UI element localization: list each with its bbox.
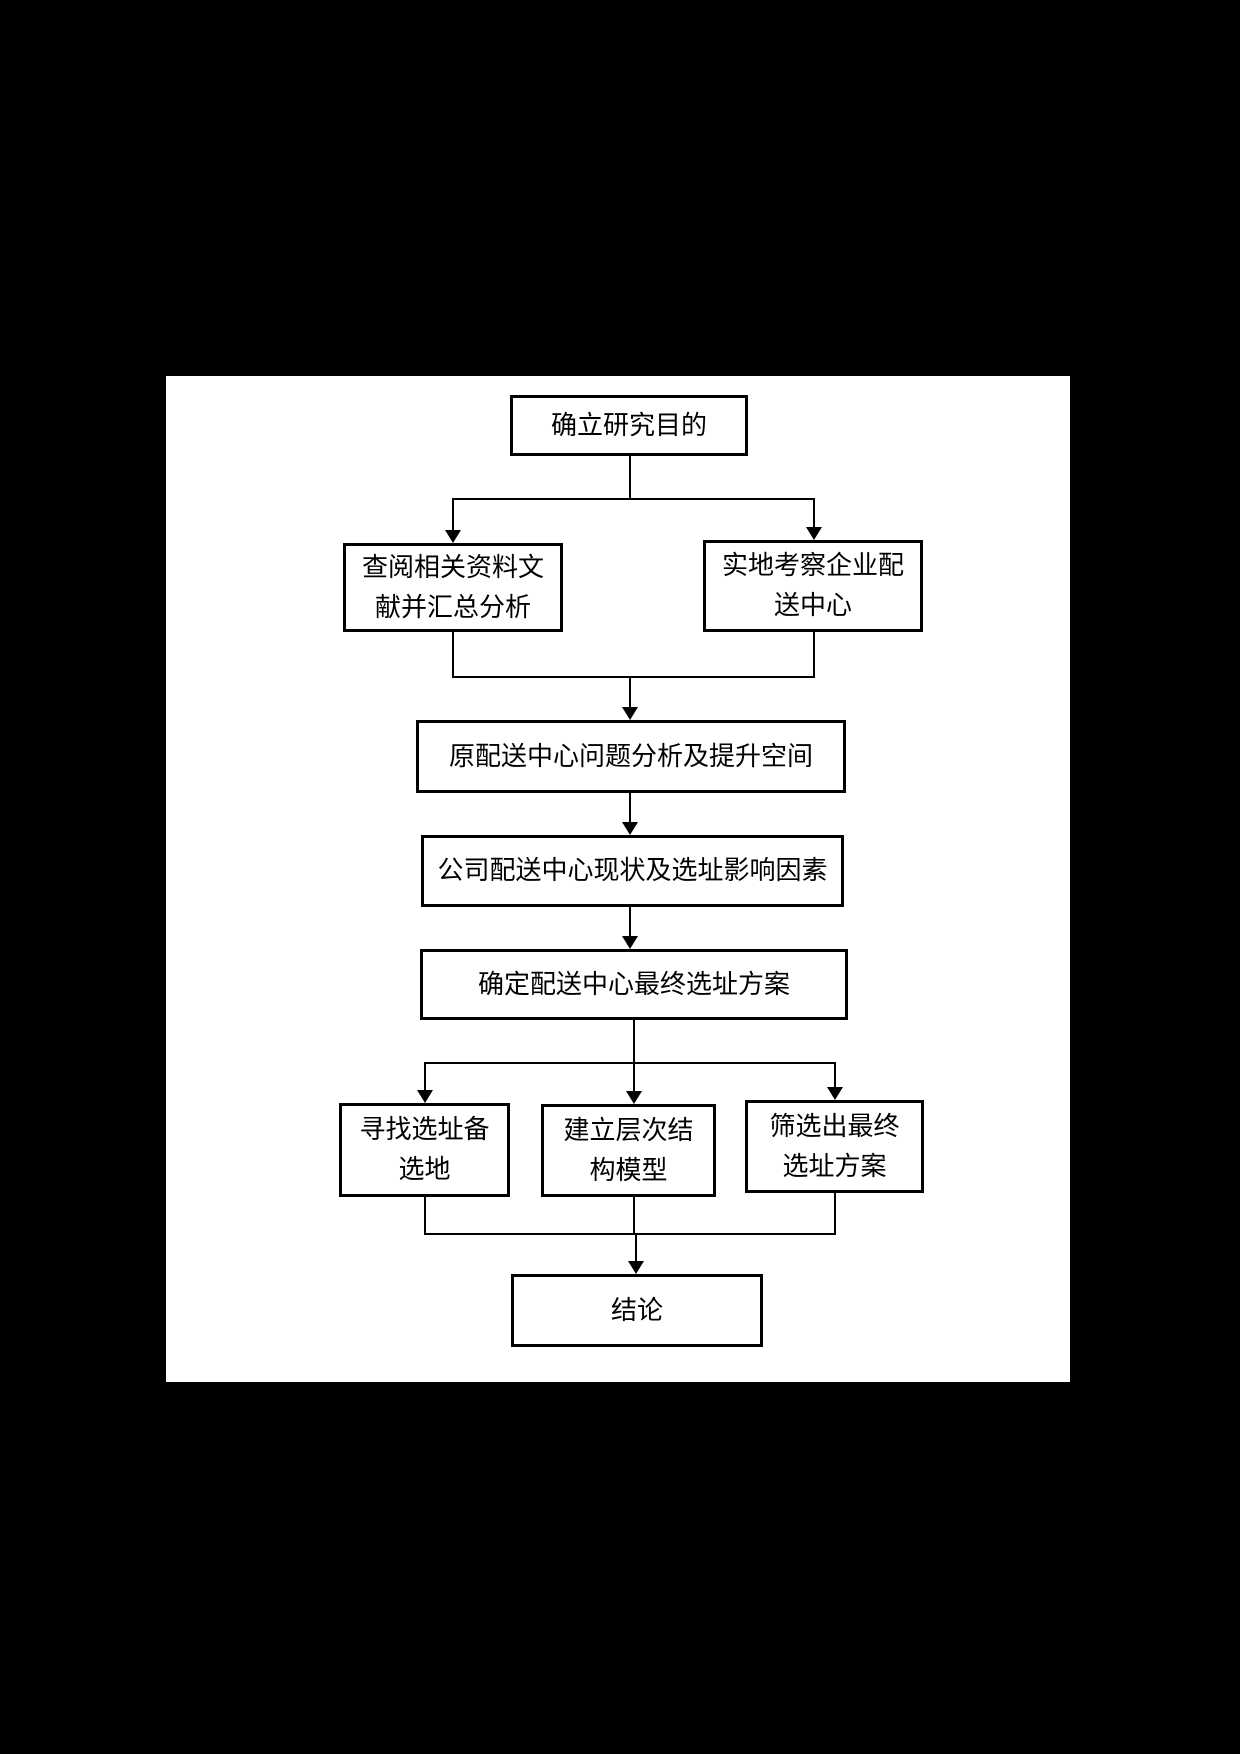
flow-node-review-literature: 查阅相关资料文 献并汇总分析 <box>343 543 563 632</box>
connector-line <box>834 1193 836 1235</box>
arrowhead-down <box>622 707 638 720</box>
arrowhead-down <box>628 1261 644 1274</box>
connector-line <box>633 1020 635 1064</box>
arrowhead-down <box>806 527 822 540</box>
flow-node-label: 原配送中心问题分析及提升空间 <box>448 741 813 771</box>
flow-node-label: 结论 <box>610 1295 663 1325</box>
arrowhead-down <box>827 1087 843 1100</box>
arrowhead-down <box>445 530 461 543</box>
flow-node-problem-analysis: 原配送中心问题分析及提升空间 <box>416 720 846 793</box>
flow-node-label: 实地考察企业配 送中心 <box>721 551 904 620</box>
connector-line <box>633 1197 635 1235</box>
arrowhead-down <box>626 1091 642 1104</box>
flow-node-hierarchy-model: 建立层次结 构模型 <box>541 1104 716 1197</box>
flow-node-label: 寻找选址备 选地 <box>359 1115 490 1184</box>
connector-line <box>813 632 815 678</box>
connector-line <box>813 498 815 528</box>
flow-node-conclusion: 结论 <box>511 1274 763 1347</box>
connector-line <box>424 1233 836 1235</box>
connector-line <box>629 793 631 823</box>
connector-line <box>629 456 631 500</box>
flow-node-establish-research-purpose: 确立研究目的 <box>510 395 748 456</box>
connector-line <box>629 676 631 708</box>
flow-node-status-and-factors: 公司配送中心现状及选址影响因素 <box>421 835 844 907</box>
arrowhead-down <box>417 1090 433 1103</box>
connector-line <box>834 1062 836 1088</box>
diagram-canvas: 确立研究目的 查阅相关资料文 献并汇总分析 实地考察企业配 送中心 原配送中心问… <box>166 376 1070 1382</box>
connector-line <box>452 498 454 531</box>
flow-node-label: 公司配送中心现状及选址影响因素 <box>437 856 828 885</box>
flow-node-final-site-plan: 确定配送中心最终选址方案 <box>420 949 848 1020</box>
flow-node-label: 查阅相关资料文 献并汇总分析 <box>361 552 544 622</box>
arrowhead-down <box>622 822 638 835</box>
connector-line <box>452 676 815 678</box>
flow-node-label: 建立层次结 构模型 <box>563 1115 694 1185</box>
flow-node-find-candidate-sites: 寻找选址备 选地 <box>339 1103 510 1197</box>
connector-line <box>424 1197 426 1235</box>
flow-node-label: 确立研究目的 <box>550 410 707 440</box>
connector-line <box>424 1062 426 1091</box>
connector-line <box>629 907 631 937</box>
connector-line <box>424 1062 836 1064</box>
connector-line <box>635 1233 637 1262</box>
connector-line <box>452 498 815 500</box>
flow-node-label: 筛选出最终 选址方案 <box>769 1111 900 1181</box>
arrowhead-down <box>622 936 638 949</box>
connector-line <box>633 1062 635 1092</box>
flow-node-screen-final-plan: 筛选出最终 选址方案 <box>745 1100 924 1193</box>
flow-node-field-investigate: 实地考察企业配 送中心 <box>703 540 923 632</box>
connector-line <box>452 632 454 678</box>
flow-node-label: 确定配送中心最终选址方案 <box>477 969 790 999</box>
